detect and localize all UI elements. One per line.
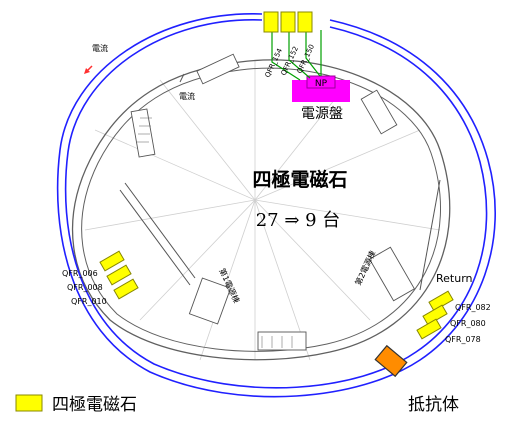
quad-magnet-qfr080	[422, 304, 448, 326]
quad-label-qfr080: QFR_080	[450, 319, 486, 328]
current-label-inner: 電流	[179, 91, 195, 101]
quad-magnet-qfr008	[106, 264, 132, 286]
feed-wires	[271, 30, 322, 81]
current-label-outer: 電流	[92, 43, 108, 53]
quad-magnet-qfr006	[99, 250, 125, 272]
resistor-block	[374, 344, 408, 378]
legend-quad-label: 四極電磁石	[52, 395, 137, 415]
quad-magnet-qfr152	[280, 11, 296, 33]
quad-label-qfr082: QFR_082	[455, 303, 491, 312]
equipment-block-building-1	[188, 277, 232, 325]
quad-magnet-qfr150	[297, 11, 313, 33]
cable-outer-loop	[56, 13, 496, 398]
hatch-lines	[137, 117, 293, 348]
legend-resistor-label: 抵抗体	[408, 395, 459, 415]
quad-label-qfr006: QFR_006	[62, 269, 98, 278]
equipment-blocks	[130, 53, 416, 351]
np-label: NP	[315, 79, 328, 89]
quad-group-top	[263, 11, 313, 33]
power-supply-panel-label: 電源盤	[301, 106, 343, 122]
ring-inner-track	[81, 67, 441, 352]
quad-group-left	[99, 250, 139, 300]
quad-magnet-qfr154	[263, 11, 279, 33]
building-2-label: 第2電源棟	[353, 249, 378, 287]
quad-group-right	[416, 290, 454, 340]
center-subtitle: 27 ⇒ 9 台	[256, 210, 341, 231]
radial-spokes	[84, 60, 441, 361]
legend-quad-swatch	[15, 394, 43, 412]
equipment-block-top-right	[360, 89, 398, 135]
current-arrow-inner	[179, 73, 185, 83]
cable-inner-loop	[64, 19, 488, 389]
quad-label-qfr008: QFR_008	[67, 283, 103, 292]
quad-label-qfr010: QFR_010	[71, 297, 107, 306]
straight-section-lines	[119, 179, 441, 291]
equipment-block-left	[130, 108, 156, 158]
quad-label-qfr078: QFR_078	[445, 335, 481, 344]
quad-magnet-qfr078	[416, 318, 442, 340]
equipment-block-building-2	[368, 246, 416, 302]
current-arrowhead-outer	[84, 68, 90, 74]
quad-magnet-qfr010	[113, 278, 139, 300]
quad-magnet-qfr082	[428, 290, 454, 312]
return-label: Return	[436, 272, 473, 285]
ring-outer-track	[72, 59, 451, 361]
equipment-block-top-left	[196, 53, 240, 85]
center-title: 四極電磁石	[252, 168, 347, 191]
